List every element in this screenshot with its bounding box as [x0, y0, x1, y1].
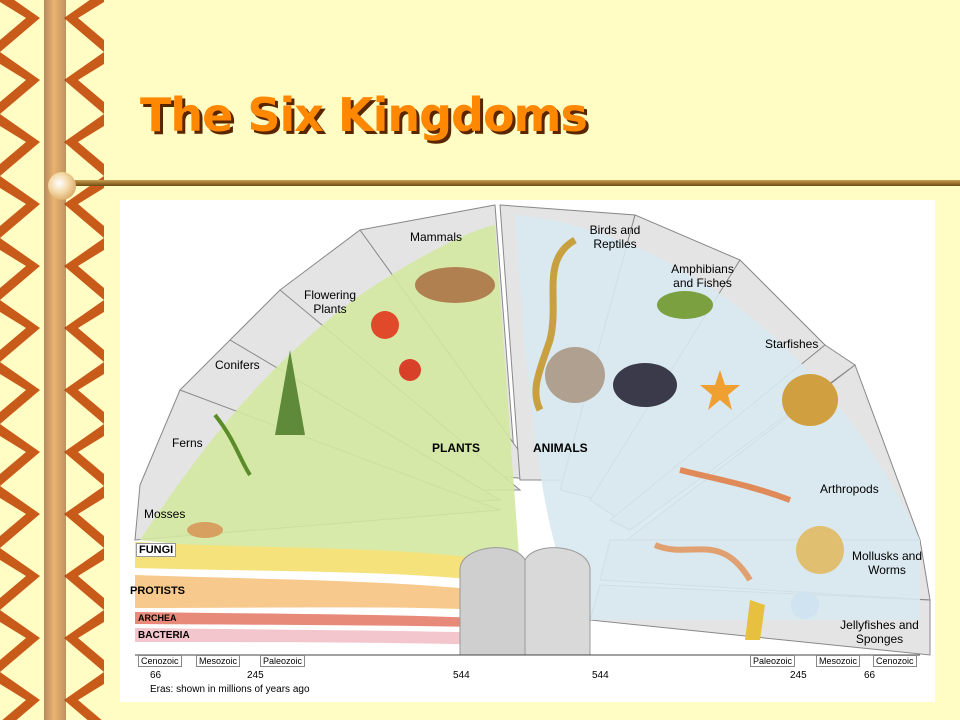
frame-zigzag-segment — [0, 238, 40, 300]
band-label-protists: PROTISTS — [130, 585, 186, 597]
rule-knob — [48, 172, 76, 200]
starfish — [700, 370, 740, 410]
group-label-animals: ANIMALS — [533, 441, 588, 455]
era-number: 544 — [592, 670, 609, 681]
era-number: 245 — [790, 670, 807, 681]
branch-label-starfishes: Starfishes — [765, 337, 819, 351]
branch-label-amphibians-fishes: Amphibians and Fishes — [671, 262, 734, 290]
worm — [653, 542, 753, 582]
archea-band — [135, 612, 520, 628]
band-label-archea: ARCHEA — [138, 613, 177, 623]
era-box-paleozoic: Paleozoic — [260, 655, 306, 667]
era-box-mesozoic: Mesozoic — [196, 655, 241, 667]
angelfish — [613, 363, 677, 407]
era-caption: Eras: shown in millions of years ago — [150, 684, 310, 695]
poppy-flower — [399, 359, 421, 381]
frame-zigzag-segment — [64, 300, 104, 362]
frame-zigzag-segment — [64, 672, 104, 720]
conifer-tree — [275, 350, 305, 435]
frame-zigzag-segment — [64, 362, 104, 424]
branch-label-conifers: Conifers — [215, 358, 260, 372]
era-box-mesozoic-right: Mesozoic — [816, 655, 861, 667]
decorative-frame — [0, 0, 104, 720]
frame-zigzag-segment — [64, 176, 104, 238]
slide-title: The Six Kingdoms — [140, 88, 588, 142]
six-kingdoms-diagram: Mammals Flowering Plants Conifers Ferns … — [120, 200, 935, 702]
protists-band — [135, 575, 520, 612]
era-box-paleozoic-right: Paleozoic — [750, 655, 796, 667]
frame-zigzag-segment — [0, 362, 40, 424]
band-label-bacteria: BACTERIA — [138, 630, 190, 641]
era-box-cenozoic: Cenozoic — [138, 655, 182, 667]
butterfly — [782, 374, 838, 426]
frame-zigzag-segment — [0, 548, 40, 610]
frame-zigzag-segment — [64, 52, 104, 114]
era-number: 66 — [864, 670, 876, 681]
frame-zigzag-segment — [0, 114, 40, 176]
frame-zigzag-segment — [0, 486, 40, 548]
frog — [657, 291, 713, 319]
frame-zigzag-segment — [64, 548, 104, 610]
snake — [532, 236, 577, 412]
wolf — [415, 267, 495, 303]
branch-label-jellyfishes-sponges: Jellyfishes and Sponges — [840, 618, 919, 646]
sponge — [745, 600, 765, 640]
frame-zigzag-segment — [64, 0, 104, 52]
shrimp — [679, 467, 792, 503]
era-number: 66 — [150, 670, 162, 681]
branch-label-arthropods: Arthropods — [820, 482, 879, 496]
jellyfish — [791, 591, 819, 619]
branch-label-mosses: Mosses — [144, 507, 186, 521]
tree-trunk — [524, 547, 591, 656]
bacteria-band — [135, 628, 520, 646]
pelican — [545, 347, 605, 403]
frame-zigzag-segment — [64, 114, 104, 176]
frame-zigzag-segment — [64, 610, 104, 672]
group-label-plants: PLANTS — [432, 441, 480, 455]
frame-zigzag-segment — [64, 486, 104, 548]
frame-zigzag-segment — [64, 424, 104, 486]
branch-label-birds-reptiles: Birds and Reptiles — [589, 223, 641, 251]
band-label-fungi: FUNGI — [136, 543, 177, 557]
frame-zigzag-segment — [0, 300, 40, 362]
frame-zigzag-segment — [0, 0, 40, 52]
frame-zigzag-segment — [0, 52, 40, 114]
branch-label-mollusks-worms: Mollusks and Worms — [851, 549, 923, 577]
frame-zigzag-segment — [0, 610, 40, 672]
plants-region — [140, 225, 520, 571]
era-number: 544 — [453, 670, 470, 681]
mushroom — [187, 522, 223, 538]
title-rule — [60, 180, 960, 186]
era-box-cenozoic-right: Cenozoic — [873, 655, 917, 667]
branch-label-ferns: Ferns — [172, 436, 203, 450]
fungi-band — [135, 542, 520, 585]
frame-zigzag-segment — [64, 238, 104, 300]
frame-zigzag-segment — [0, 424, 40, 486]
snail — [796, 526, 844, 574]
fern-leaf — [213, 413, 252, 477]
branch-label-flowering-plants: Flowering Plants — [303, 288, 357, 316]
era-number: 245 — [247, 670, 264, 681]
frame-zigzag-segment — [0, 672, 40, 720]
branch-label-mammals: Mammals — [410, 230, 463, 244]
frame-zigzag-segment — [0, 176, 40, 238]
poppy-flower — [371, 311, 399, 339]
animals-region — [515, 215, 920, 620]
